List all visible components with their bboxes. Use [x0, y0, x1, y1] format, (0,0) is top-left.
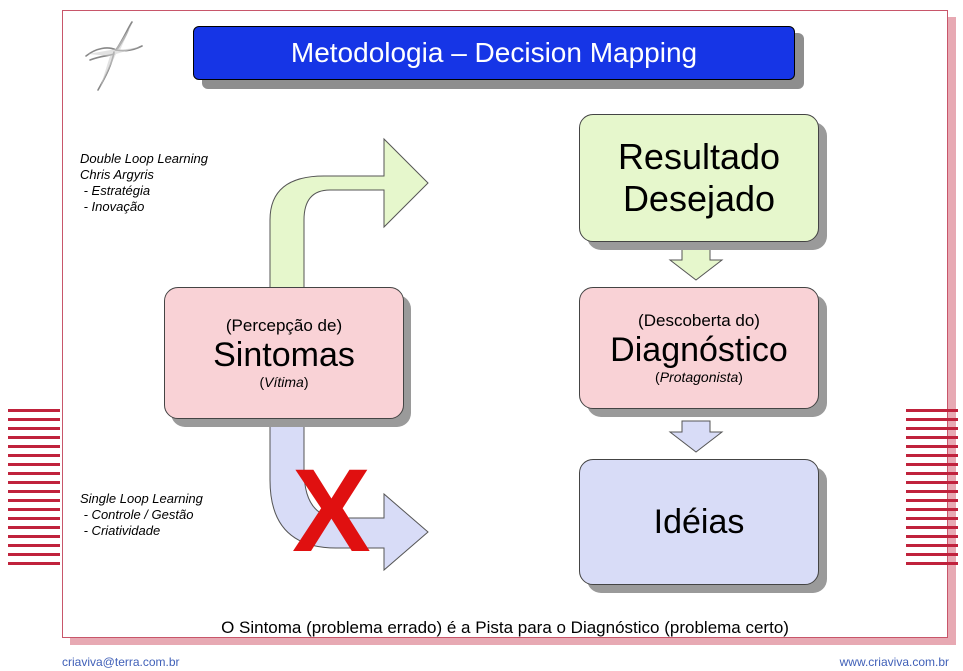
title-banner: Metodologia – Decision Mapping	[193, 26, 795, 80]
note-line: - Controle / Gestão	[80, 507, 194, 522]
title-text: Metodologia – Decision Mapping	[290, 37, 698, 68]
diagnostico-box: (Descoberta do) Diagnóstico (Protagonist…	[579, 287, 819, 409]
diagnostico-main: Diagnóstico	[610, 331, 788, 369]
resultado-line1: Resultado	[617, 136, 781, 177]
footer-website[interactable]: www.criaviva.com.br	[839, 655, 949, 669]
single-loop-arrow	[269, 421, 429, 572]
note-line: Chris Argyris	[80, 167, 154, 182]
right-stripes	[906, 409, 958, 571]
diagnostico-pre: (Descoberta do)	[638, 311, 760, 330]
down-arrow-2	[668, 420, 724, 453]
note-line: - Estratégia	[80, 183, 151, 198]
resultado-box: Resultado Desejado	[579, 114, 819, 242]
note-line: - Inovação	[80, 199, 145, 214]
sintomas-pre: (Percepção de)	[225, 316, 343, 335]
footer-email[interactable]: criaviva@terra.com.br	[62, 655, 180, 669]
sintomas-sub: (Vítima)	[259, 374, 308, 390]
down-arrow-1	[668, 247, 724, 281]
double-loop-arrow	[269, 137, 429, 291]
single-loop-note: Single Loop Learning - Controle / Gestão…	[80, 491, 203, 539]
paren-close: )	[303, 374, 309, 390]
paren-close: )	[738, 369, 743, 385]
cross-mark: X	[292, 445, 371, 577]
diagnostico-sub: (Protagonista)	[655, 369, 743, 385]
left-stripes	[8, 409, 60, 571]
sintomas-main: Sintomas	[213, 336, 355, 374]
caption: O Sintoma (problema errado) é a Pista pa…	[221, 618, 789, 637]
ideias-box: Idéias	[579, 459, 819, 585]
note-line: - Criatividade	[80, 523, 161, 538]
logo-icon	[85, 21, 143, 91]
paren-open: (	[259, 374, 265, 390]
double-loop-note: Double Loop Learning Chris Argyris - Est…	[80, 151, 208, 215]
resultado-line2: Desejado	[622, 178, 776, 219]
ideias-main: Idéias	[653, 503, 745, 541]
note-line: Single Loop Learning	[80, 491, 203, 506]
sintomas-box: (Percepção de) Sintomas (Vítima)	[164, 287, 404, 419]
diagnostico-sub-text: Protagonista	[659, 369, 739, 385]
note-line: Double Loop Learning	[80, 151, 208, 166]
sintomas-sub-text: Vítima	[264, 374, 304, 390]
paren-open: (	[655, 369, 660, 385]
